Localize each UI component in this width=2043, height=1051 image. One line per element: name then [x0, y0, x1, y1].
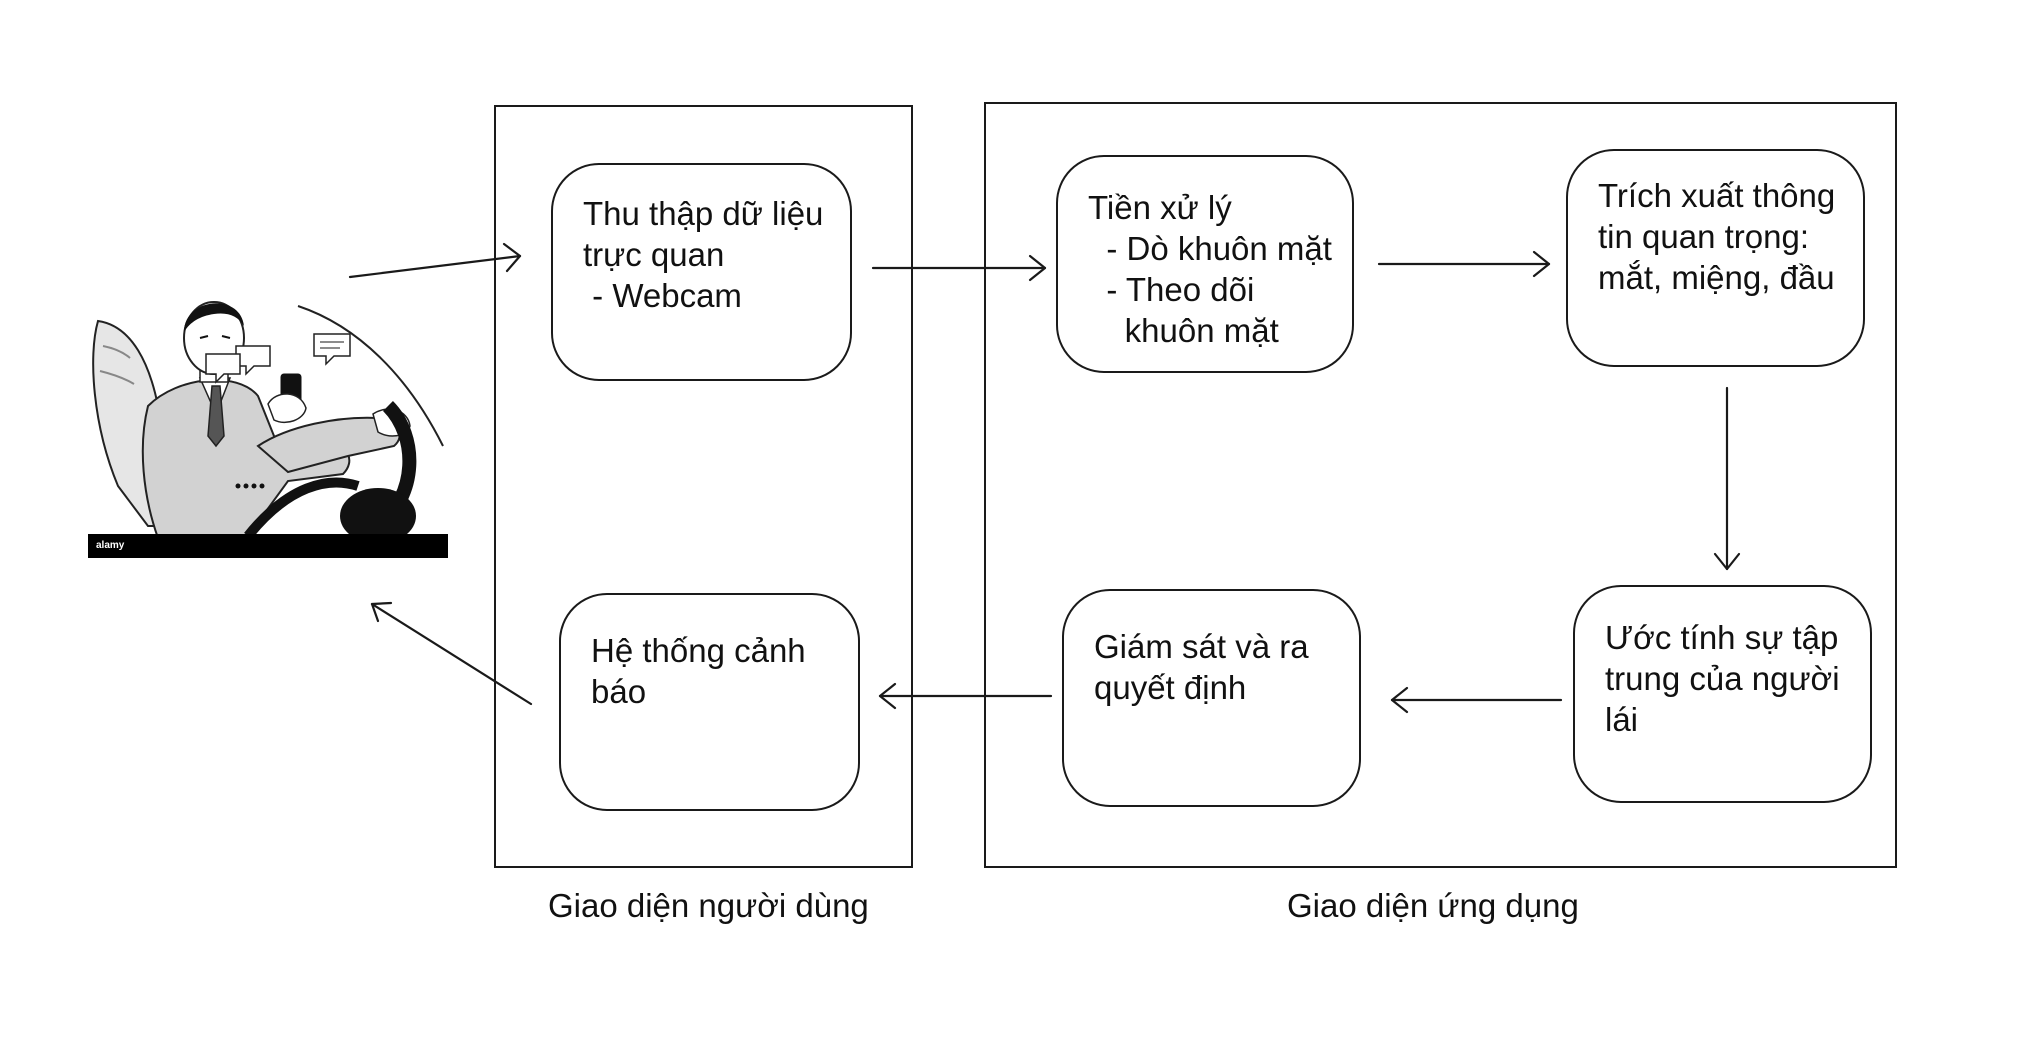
arrow-alert-to-driver — [370, 601, 533, 706]
driver-using-phone-icon — [88, 301, 448, 558]
node-line: Thu thập dữ liệu — [583, 195, 824, 232]
arrow-extract-to-estimate — [1713, 386, 1741, 571]
alert-system-node: Hệ thống cảnh báo — [559, 593, 860, 811]
monitoring-decision-node: Giám sát và ra quyết định — [1062, 589, 1361, 807]
attention-estimation-node: Ước tính sự tập trung của người lái — [1573, 585, 1872, 803]
node-line: Trích xuất thông — [1598, 177, 1836, 214]
user-interface-caption: Giao diện người dùng — [548, 887, 869, 924]
application-interface-caption: Giao diện ứng dụng — [1287, 887, 1579, 924]
node-line: Giám sát và ra — [1094, 628, 1309, 665]
node-line: trực quan — [583, 236, 725, 273]
node-line: Ước tính sự tập — [1605, 619, 1839, 656]
node-line: khuôn mặt — [1088, 312, 1279, 349]
node-line: báo — [591, 673, 647, 710]
driver-illustration: alamy — [88, 286, 448, 558]
arrow-driver-to-collect — [348, 242, 522, 279]
arrow-preprocess-to-extract — [1377, 250, 1551, 278]
node-line: trung của người — [1605, 660, 1840, 697]
arrow-estimate-to-monitor — [1390, 686, 1563, 714]
watermark-label: alamy — [96, 540, 125, 551]
node-line: - Theo dõi — [1088, 271, 1255, 308]
feature-extraction-node: Trích xuất thông tin quan trọng: mắt, mi… — [1566, 149, 1865, 367]
node-line: quyết định — [1094, 669, 1247, 706]
node-line: - Webcam — [583, 277, 742, 314]
preprocessing-node: Tiền xử lý - Dò khuôn mặt - Theo dõi khu… — [1056, 155, 1354, 373]
node-line: mắt, miệng, đầu — [1598, 259, 1835, 296]
node-line: Hệ thống cảnh — [591, 632, 806, 669]
node-line: tin quan trọng: — [1598, 218, 1809, 255]
node-line: Tiền xử lý — [1088, 189, 1232, 226]
arrow-monitor-to-alert — [878, 682, 1053, 710]
arrow-collect-to-preprocess — [871, 254, 1047, 282]
node-line: lái — [1605, 701, 1639, 738]
collect-visual-data-node: Thu thập dữ liệu trực quan - Webcam — [551, 163, 852, 381]
